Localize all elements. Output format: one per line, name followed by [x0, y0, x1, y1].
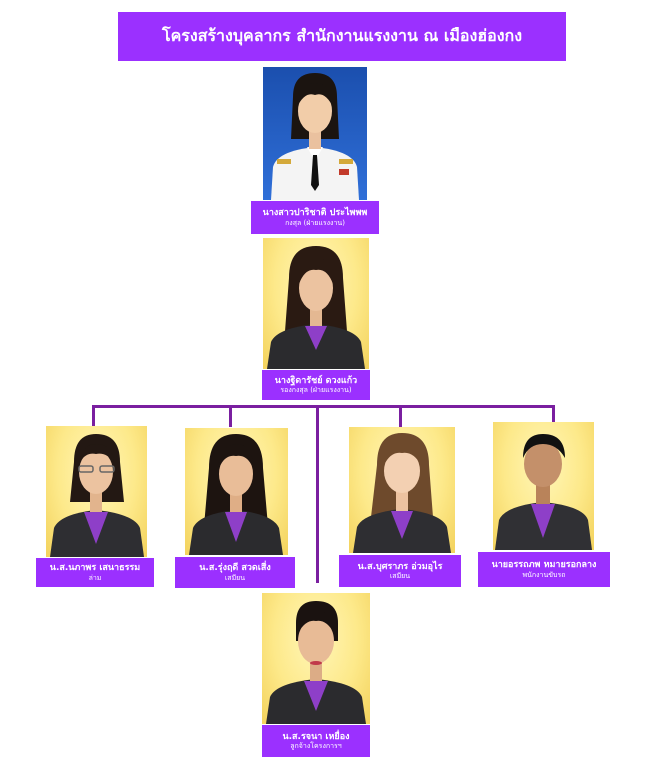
portrait-clerk-1	[189, 434, 283, 555]
label-interpreter: น.ส.นภาพร เสนาธรรม ล่าม	[36, 558, 154, 587]
person-position: รองกงสุล (ฝ่ายแรงงาน)	[280, 386, 352, 395]
person-name: นางฐิดารัชย์ ดวงแก้ว	[274, 375, 358, 386]
person-name: น.ส.นภาพร เสนาธรรม	[49, 563, 141, 574]
portrait-interpreter	[50, 434, 144, 557]
label-project-staff: น.ส.รจนา เหยื่อง ลูกจ้างโครงการฯ	[262, 725, 370, 757]
portrait-project-staff	[266, 601, 366, 724]
label-clerk-1: น.ส.รุ่งฤดี สวดเสี่ง เสมียน	[175, 557, 295, 588]
person-position: ลูกจ้างโครงการฯ	[290, 742, 342, 751]
person-position: เสมียน	[389, 572, 411, 581]
person-name: น.ส.รจนา เหยื่อง	[282, 731, 350, 742]
portrait-vice-consul	[267, 246, 365, 369]
photo-interpreter	[46, 426, 147, 557]
portrait-driver	[495, 434, 592, 550]
person-name: นางสาวปาริชาติ ประไพพพ	[262, 208, 368, 219]
person-position: พนักงานขับรถ	[522, 570, 566, 579]
photo-clerk-1	[185, 428, 288, 555]
connector-drop-2	[229, 405, 232, 427]
page-title: โครงสร้างบุคลากร สำนักงานแรงงาน ณ เมืองฮ…	[118, 12, 566, 61]
portrait-consul	[271, 73, 359, 200]
photo-clerk-2	[349, 427, 455, 553]
person-position: กงสุล (ฝ่ายแรงงาน)	[285, 218, 345, 227]
connector-drop-4	[552, 405, 555, 423]
connector-drop-3	[399, 405, 402, 427]
label-driver: นายอรรถภพ หมายรอกลาง พนักงานขับรถ	[478, 552, 610, 587]
connector-drop-center	[316, 405, 319, 583]
connector-drop-1	[92, 405, 95, 427]
photo-consul	[263, 67, 367, 200]
connector-horizontal	[92, 405, 555, 408]
photo-driver	[493, 422, 594, 550]
person-name: น.ส.รุ่งฤดี สวดเสี่ง	[199, 563, 271, 574]
label-consul: นางสาวปาริชาติ ประไพพพ กงสุล (ฝ่ายแรงงาน…	[251, 201, 379, 234]
person-name: นายอรรถภพ หมายรอกลาง	[491, 560, 597, 571]
portrait-clerk-2	[353, 433, 451, 553]
person-position: ล่าม	[88, 573, 102, 582]
person-name: น.ส.บุศราภร อ่วมอุไร	[357, 561, 443, 572]
photo-vice-consul	[263, 238, 369, 369]
label-vice-consul: นางฐิดารัชย์ ดวงแก้ว รองกงสุล (ฝ่ายแรงงา…	[262, 370, 370, 400]
photo-project-staff	[262, 593, 370, 724]
person-position: เสมียน	[224, 573, 246, 582]
label-clerk-2: น.ส.บุศราภร อ่วมอุไร เสมียน	[339, 555, 461, 587]
